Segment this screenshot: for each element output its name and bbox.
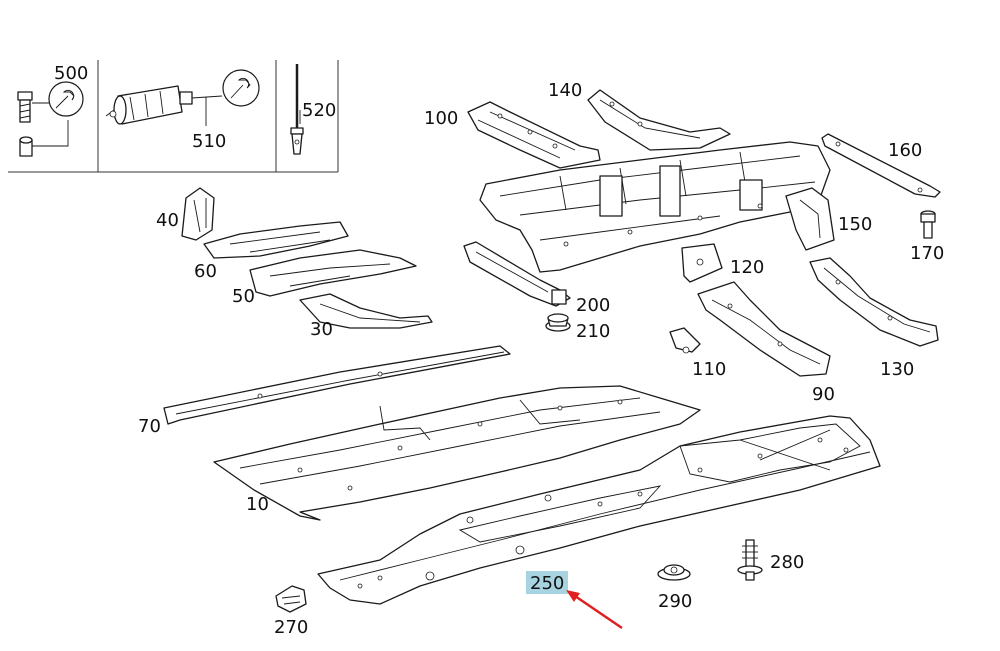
part-130 [809, 257, 939, 347]
label-110: 110 [692, 359, 726, 380]
label-280: 280 [770, 552, 804, 573]
part-70 [163, 345, 511, 425]
label-120: 120 [730, 257, 764, 278]
label-100: 100 [424, 108, 458, 129]
label-500: 500 [54, 63, 88, 84]
label-160: 160 [888, 140, 922, 161]
part-10 [213, 385, 701, 521]
label-40: 40 [156, 210, 179, 231]
part-100 [467, 101, 601, 169]
part-170 [920, 210, 936, 239]
label-30: 30 [310, 319, 333, 340]
rivet-520 [290, 64, 304, 155]
label-90: 90 [812, 384, 835, 405]
label-140: 140 [548, 80, 582, 101]
label-510: 510 [192, 131, 226, 152]
part-160 [821, 133, 941, 198]
part-120 [681, 243, 723, 283]
part-90 [697, 281, 831, 377]
part-30 [299, 293, 433, 329]
label-130: 130 [880, 359, 914, 380]
label-270: 270 [274, 617, 308, 638]
part-200 [463, 241, 571, 307]
label-520: 520 [302, 100, 336, 121]
part-60 [203, 221, 349, 259]
label-150: 150 [838, 214, 872, 235]
part-250 [317, 415, 881, 605]
arrow-head [566, 590, 580, 602]
highlight-box [526, 571, 568, 594]
wrench-icon [222, 69, 260, 107]
label-60: 60 [194, 261, 217, 282]
pointer-arrow [574, 594, 623, 630]
label-200: 200 [576, 295, 610, 316]
part-110 [669, 327, 701, 354]
label-250: 250 [530, 573, 564, 594]
wrench-icon [48, 81, 84, 117]
label-50: 50 [232, 286, 255, 307]
label-210: 210 [576, 321, 610, 342]
label-290: 290 [658, 591, 692, 612]
part-50 [249, 249, 417, 297]
label-170: 170 [910, 243, 944, 264]
part-140 [587, 89, 731, 151]
bolt-500 [17, 91, 69, 157]
part-290 [657, 564, 691, 581]
part-280 [737, 539, 763, 581]
adhesive-tube-510 [105, 85, 223, 126]
part-40 [181, 187, 215, 241]
label-70: 70 [138, 416, 161, 437]
crossmember-assembly [479, 141, 831, 273]
legend-box [8, 60, 339, 173]
part-150 [785, 187, 835, 251]
part-210 [545, 313, 571, 332]
part-270 [275, 585, 307, 613]
label-10: 10 [246, 494, 269, 515]
